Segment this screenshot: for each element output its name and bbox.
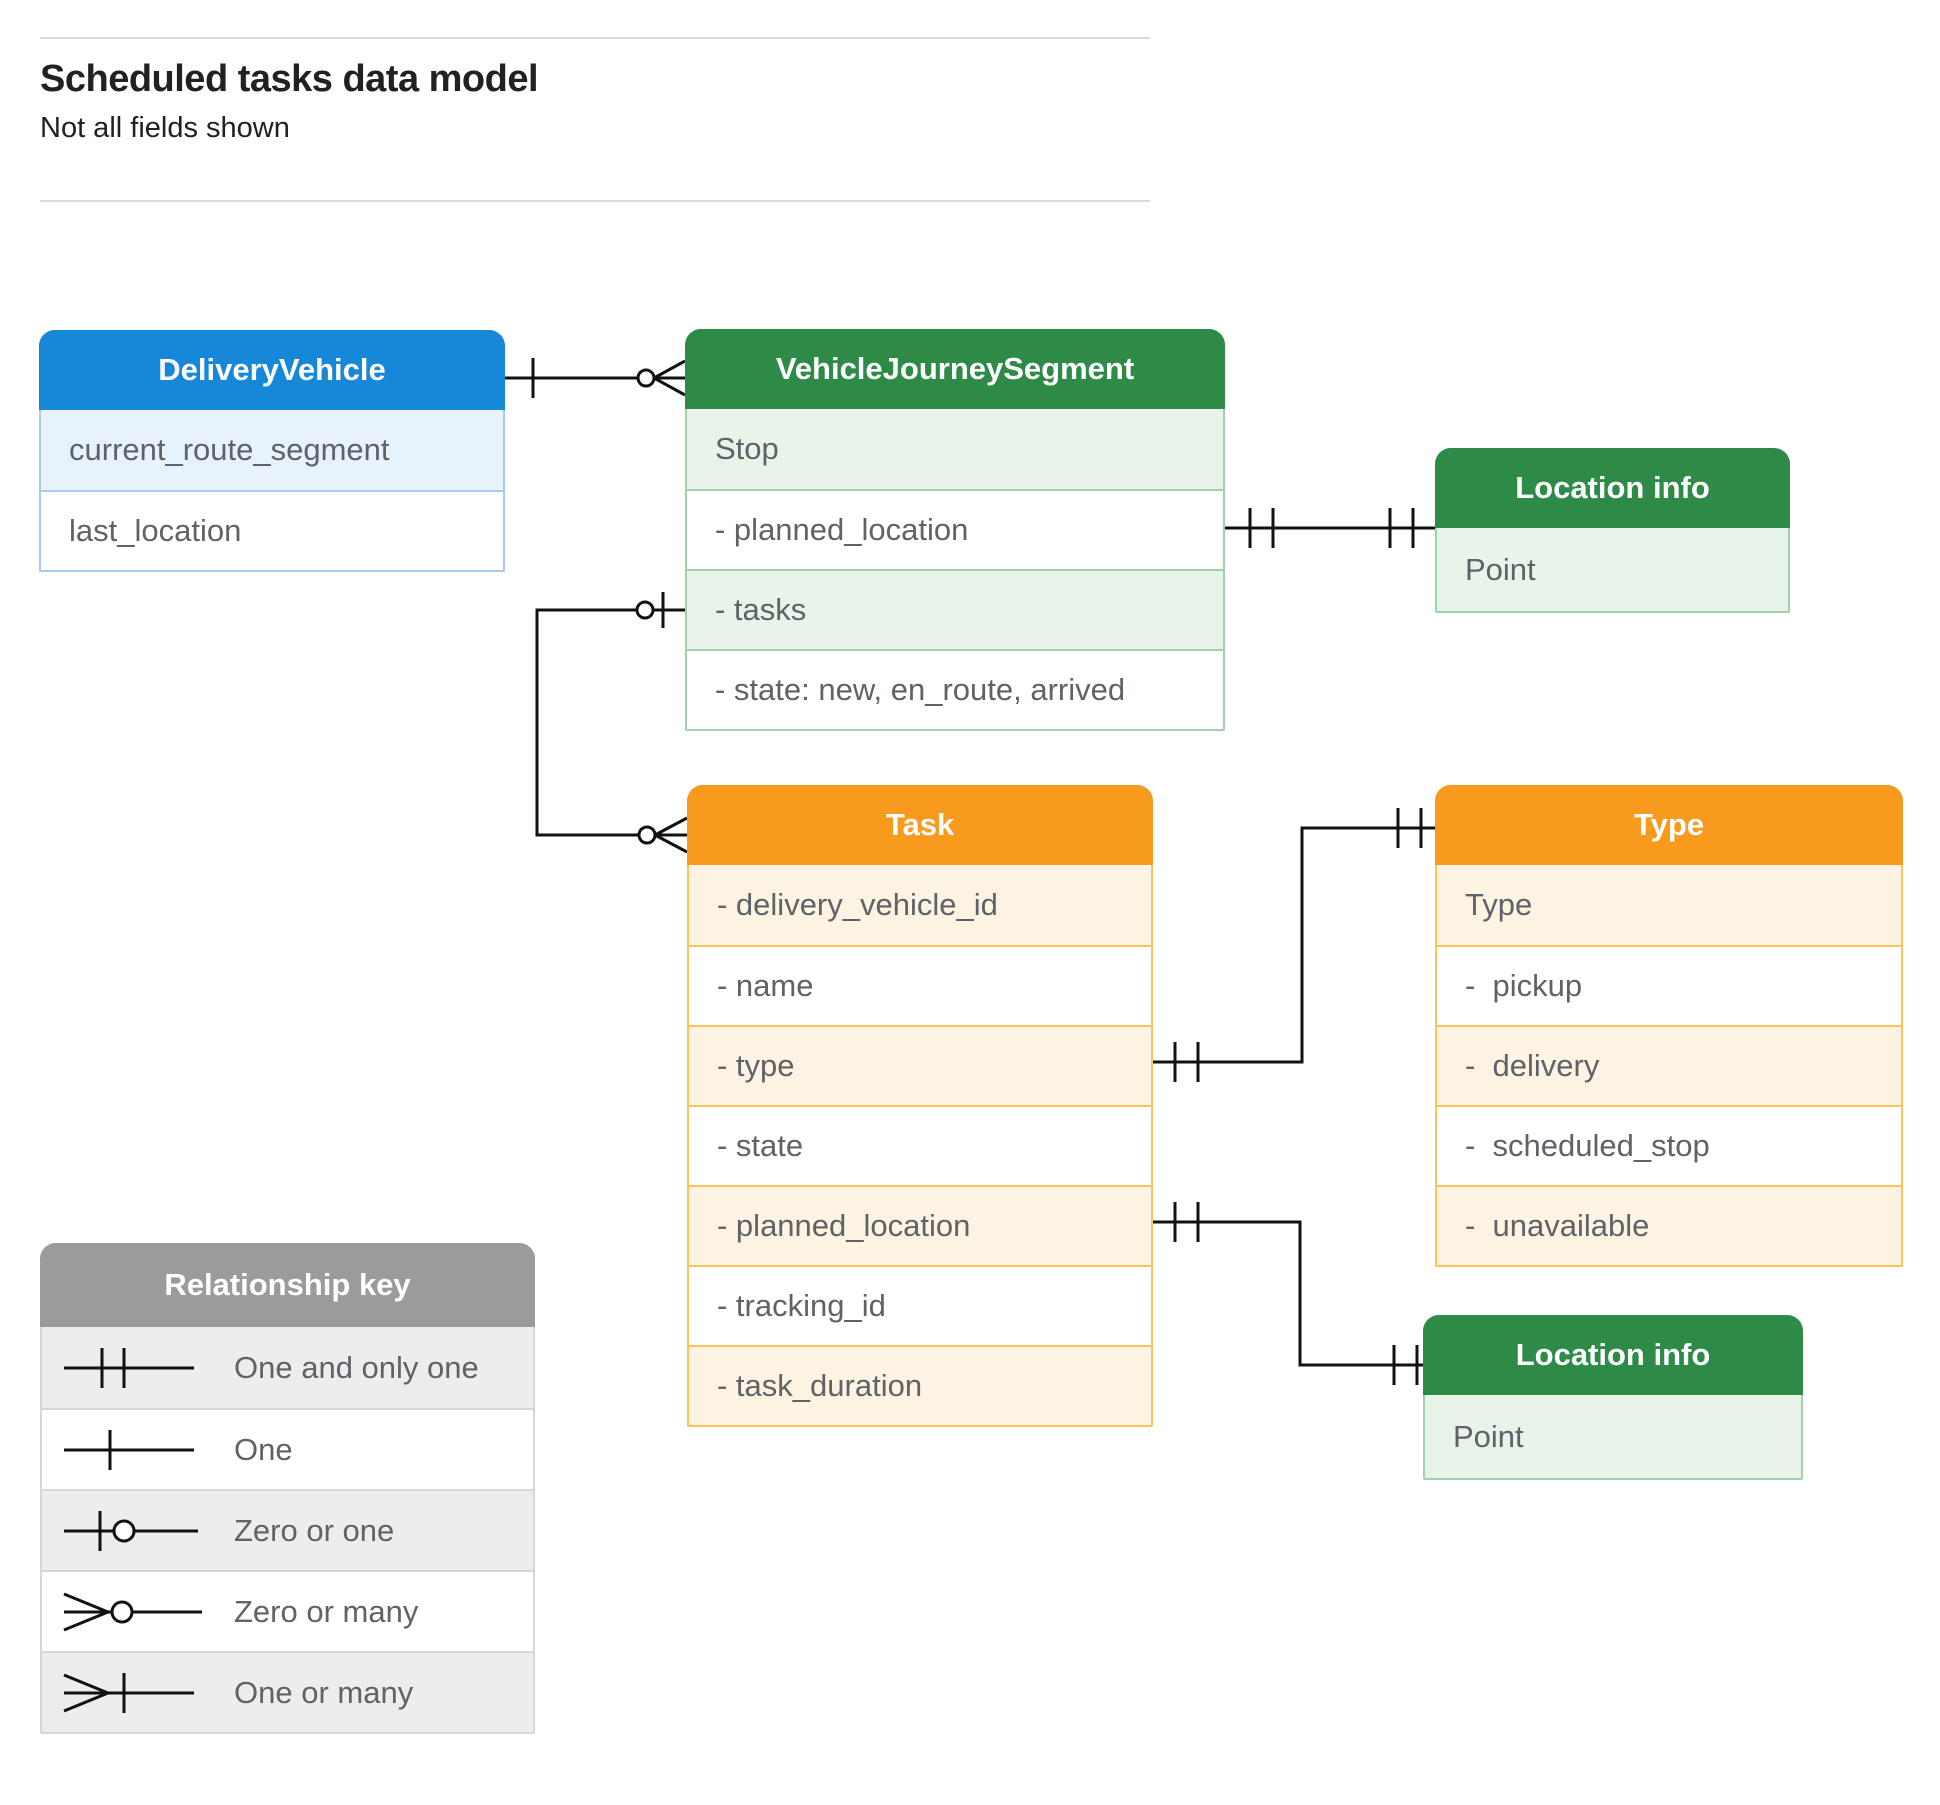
- entity-task: Task - delivery_vehicle_id - name - type…: [687, 785, 1153, 1427]
- entity-field: last_location: [41, 490, 503, 570]
- entity-field: - name: [689, 945, 1151, 1025]
- legend-item: Zero or one: [42, 1489, 533, 1570]
- entity-type: Type Type - pickup - delivery - schedule…: [1435, 785, 1903, 1267]
- entity-field: - state: new, en_route, arrived: [687, 649, 1223, 729]
- entity-field: Type: [1437, 865, 1901, 945]
- entity-title: Task: [687, 785, 1153, 865]
- entity-field: - tasks: [687, 569, 1223, 649]
- entity-field: - scheduled_stop: [1437, 1105, 1901, 1185]
- rel-task-type: [1153, 808, 1435, 1082]
- legend-label: One: [234, 1431, 293, 1467]
- page-subtitle: Not all fields shown: [40, 112, 290, 144]
- entity-field: - delivery: [1437, 1025, 1901, 1105]
- legend-label: Zero or one: [234, 1512, 395, 1548]
- legend-item: Zero or many: [42, 1570, 533, 1651]
- title-divider: [40, 200, 1150, 202]
- entity-field: - task_duration: [689, 1345, 1151, 1425]
- entity-vehicle-journey-segment: VehicleJourneySegment Stop - planned_loc…: [685, 329, 1225, 731]
- entity-title: DeliveryVehicle: [39, 330, 505, 410]
- entity-location-info-top: Location info Point: [1435, 448, 1790, 613]
- zero-or-one-icon: [64, 1510, 198, 1551]
- entity-field: Point: [1437, 528, 1788, 611]
- one-or-many-icon: [63, 1672, 194, 1713]
- zero-or-many-icon: [63, 1592, 202, 1631]
- legend-item: One or many: [42, 1651, 533, 1732]
- one-icon: [64, 1429, 194, 1470]
- entity-location-info-bottom: Location info Point: [1423, 1315, 1803, 1480]
- entity-field: - delivery_vehicle_id: [689, 865, 1151, 945]
- entity-field: Stop: [687, 409, 1223, 489]
- entity-delivery-vehicle: DeliveryVehicle current_route_segment la…: [39, 330, 505, 572]
- legend-label: One or many: [234, 1674, 414, 1710]
- legend-label: One and only one: [234, 1349, 479, 1385]
- entity-title: Location info: [1435, 448, 1790, 528]
- one-and-only-one-icon: [64, 1347, 194, 1388]
- entity-field: current_route_segment: [41, 410, 503, 490]
- entity-field: - tracking_id: [689, 1265, 1151, 1345]
- legend-item: One and only one: [42, 1327, 533, 1408]
- page-title: Scheduled tasks data model: [40, 58, 539, 100]
- entity-title: Type: [1435, 785, 1903, 865]
- entity-field: - planned_location: [689, 1185, 1151, 1265]
- rel-vjs-planned-location-info: [1225, 508, 1435, 548]
- rel-deliveryvehicle-vehiclejourneysegment: [505, 358, 685, 398]
- entity-field: - state: [689, 1105, 1151, 1185]
- legend-item: One: [42, 1408, 533, 1489]
- entity-field: - type: [689, 1025, 1151, 1105]
- rel-vjs-tasks-task: [537, 592, 687, 852]
- rel-task-planned-location-info: [1153, 1202, 1423, 1385]
- entity-title: VehicleJourneySegment: [685, 329, 1225, 409]
- entity-field: - planned_location: [687, 489, 1223, 569]
- top-divider: [40, 37, 1150, 39]
- entity-field: - pickup: [1437, 945, 1901, 1025]
- legend-title: Relationship key: [40, 1243, 535, 1327]
- entity-field: Point: [1425, 1395, 1801, 1478]
- entity-title: Location info: [1423, 1315, 1803, 1395]
- relationship-key: Relationship key One and only one One Ze…: [40, 1243, 535, 1734]
- legend-label: Zero or many: [234, 1593, 419, 1629]
- entity-field: - unavailable: [1437, 1185, 1901, 1265]
